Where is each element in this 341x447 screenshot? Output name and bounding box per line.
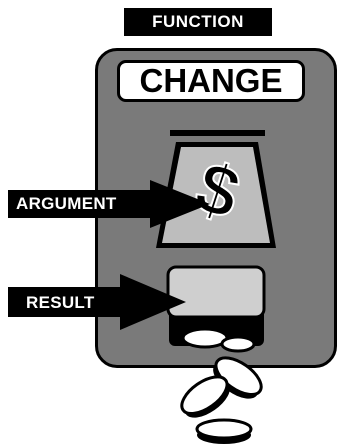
coin-1 xyxy=(183,329,227,347)
argument-label: ARGUMENT xyxy=(16,194,117,214)
result-label: RESULT xyxy=(26,293,95,313)
coin-2 xyxy=(222,337,254,351)
output-tray xyxy=(168,267,264,317)
coin-5 xyxy=(197,420,251,444)
input-slot-bar xyxy=(170,130,265,136)
